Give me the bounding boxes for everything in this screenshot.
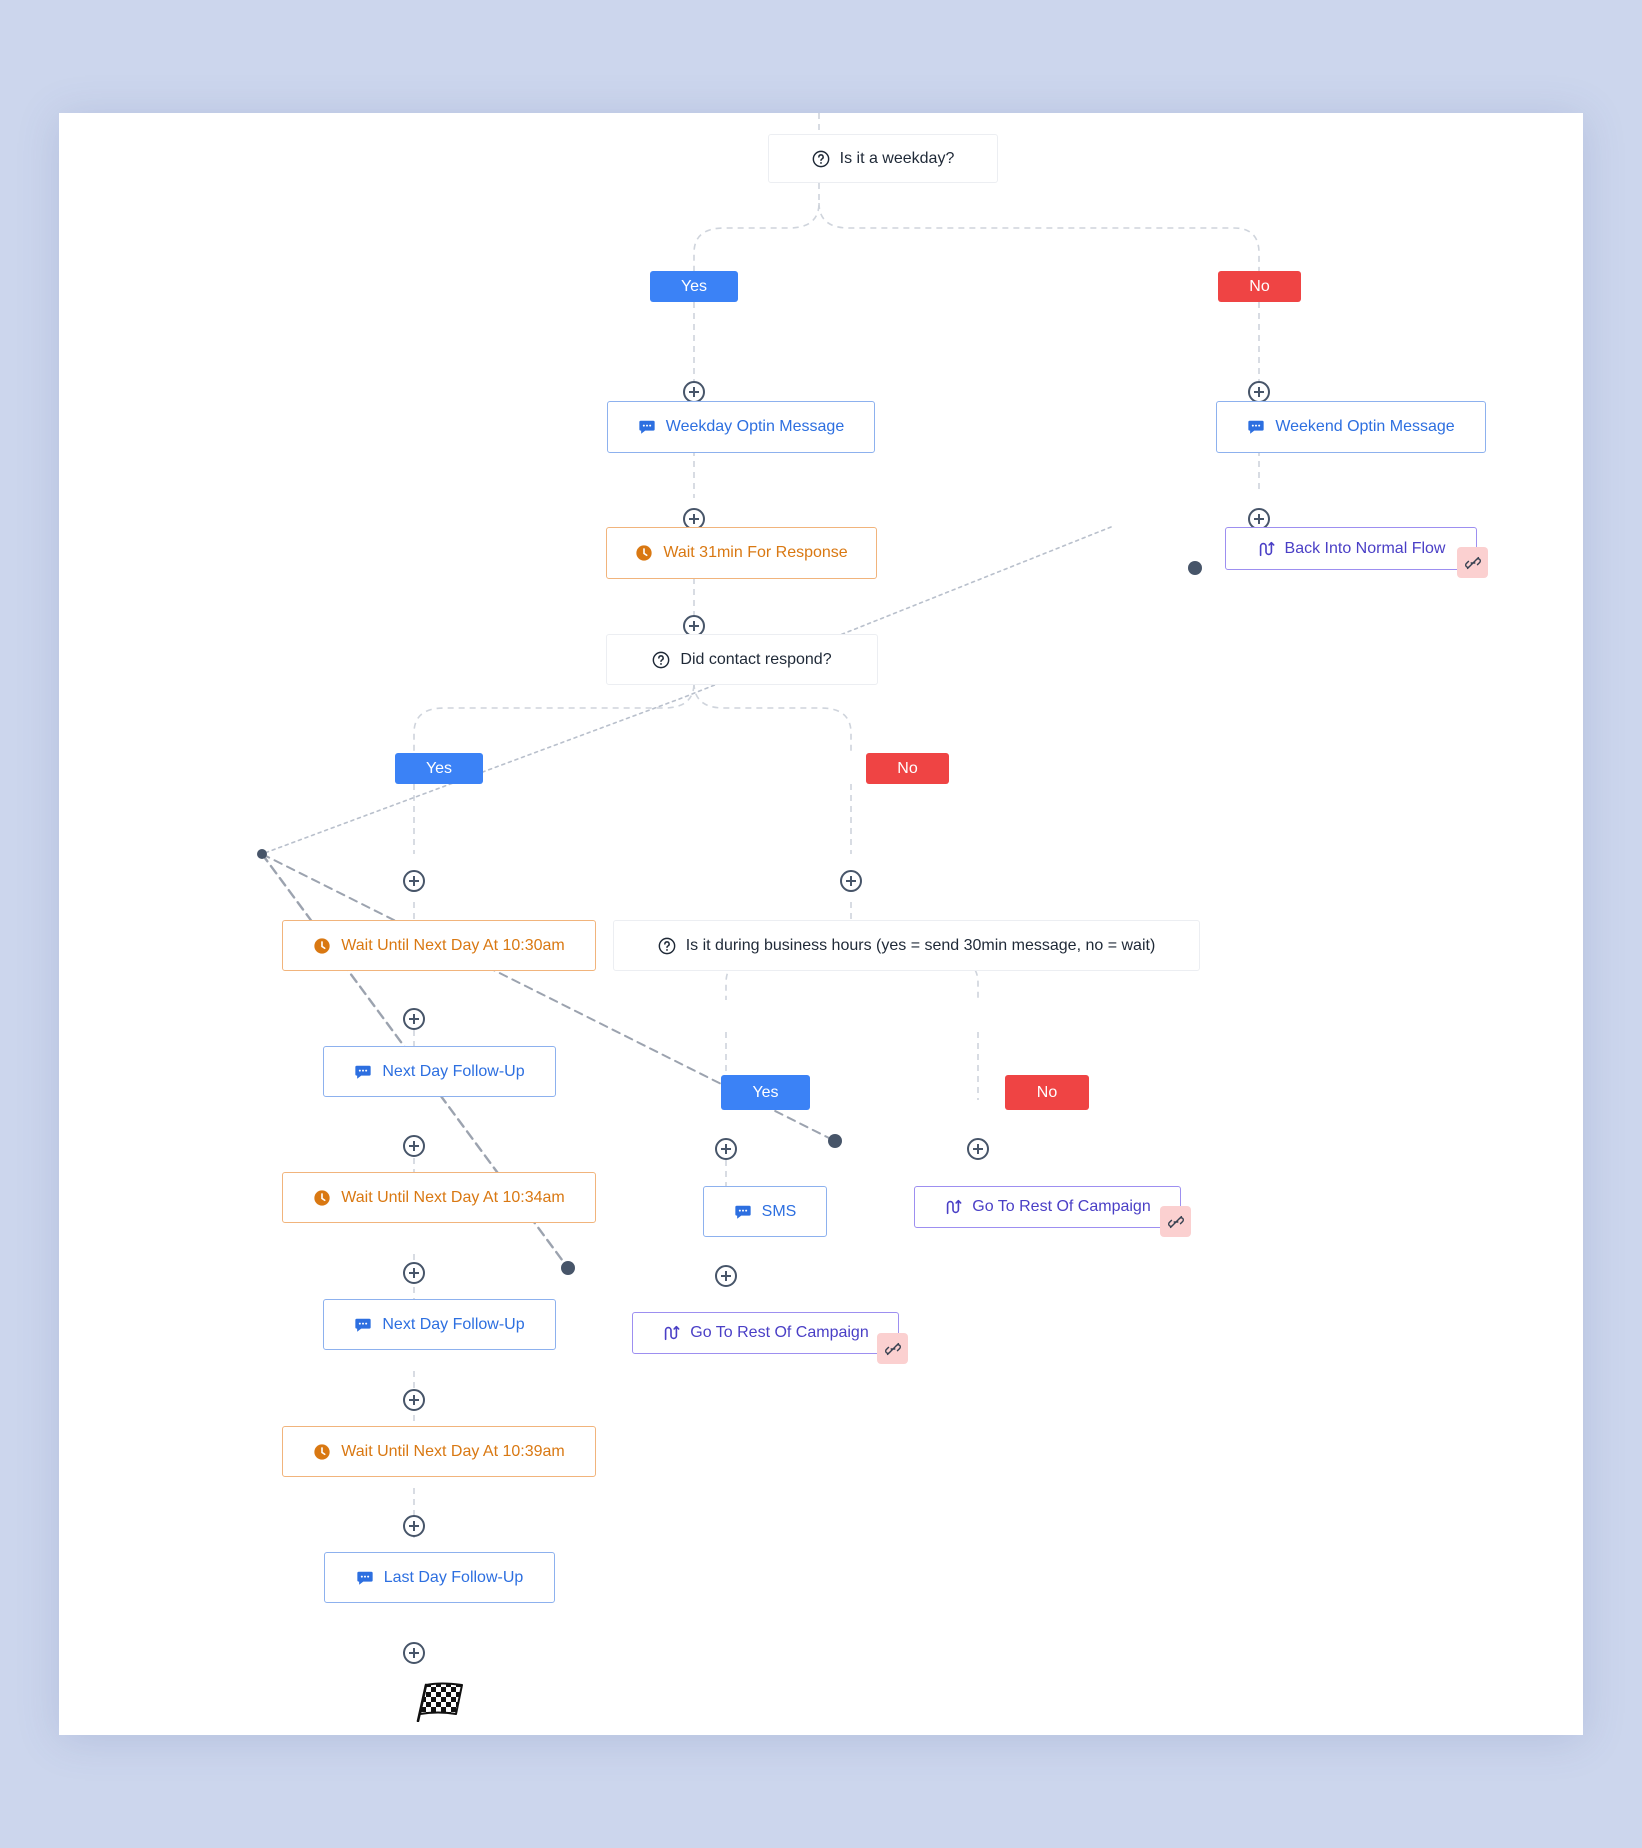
chat-bubble-icon xyxy=(1248,420,1264,434)
question-circle-icon xyxy=(653,651,670,668)
clock-icon xyxy=(314,937,330,954)
node-label: Back Into Normal Flow xyxy=(1284,539,1446,557)
connection-handle[interactable] xyxy=(828,1134,842,1148)
clock-icon xyxy=(314,1189,330,1206)
add-step-button[interactable] xyxy=(1248,381,1270,403)
question-circle-icon xyxy=(812,150,829,167)
chat-bubble-icon xyxy=(735,1205,751,1219)
add-step-button[interactable] xyxy=(967,1138,989,1160)
route-icon xyxy=(665,1325,680,1341)
route-icon xyxy=(947,1199,962,1215)
clock-icon xyxy=(636,545,652,561)
wait-until-1034-node[interactable]: Wait Until Next Day At 10:34am xyxy=(282,1172,596,1223)
node-label: SMS xyxy=(761,1202,797,1220)
node-label: Wait Until Next Day At 10:30am xyxy=(341,936,565,954)
chat-bubble-icon xyxy=(355,1065,372,1079)
node-label: Is it during business hours (yes = send … xyxy=(685,936,1156,954)
node-label: Weekend Optin Message xyxy=(1275,418,1455,435)
go-to-rest-of-campaign-node[interactable]: Go To Rest Of Campaign xyxy=(914,1186,1181,1228)
weekday-optin-message-node[interactable]: Weekday Optin Message xyxy=(607,401,875,453)
business-hours-yes-branch[interactable]: Yes xyxy=(721,1075,810,1110)
clock-icon xyxy=(314,1443,330,1460)
connection-handle[interactable] xyxy=(561,1261,575,1275)
weekday-no-branch[interactable]: No xyxy=(1218,271,1301,302)
node-label: Go To Rest Of Campaign xyxy=(972,1198,1151,1215)
wait-31min-node[interactable]: Wait 31min For Response xyxy=(606,527,877,579)
checkered-flag-icon xyxy=(416,1682,463,1722)
wait-until-1030-node[interactable]: Wait Until Next Day At 10:30am xyxy=(282,920,596,971)
chat-bubble-icon xyxy=(357,1571,373,1585)
unlink-button[interactable] xyxy=(1160,1206,1191,1237)
contact-responded-condition-node[interactable]: Did contact respond? xyxy=(606,634,878,685)
node-label: Is it a weekday? xyxy=(839,149,955,167)
wait-until-1039-node[interactable]: Wait Until Next Day At 10:39am xyxy=(282,1426,596,1477)
add-step-button[interactable] xyxy=(403,1008,425,1030)
back-into-normal-flow-node[interactable]: Back Into Normal Flow xyxy=(1225,527,1477,570)
route-icon xyxy=(1259,541,1274,556)
node-label: Weekday Optin Message xyxy=(665,418,845,435)
unlink-icon xyxy=(884,1342,901,1355)
connection-handle[interactable] xyxy=(257,849,267,859)
weekend-optin-message-node[interactable]: Weekend Optin Message xyxy=(1216,401,1486,453)
unlink-button[interactable] xyxy=(1457,547,1488,578)
node-label: Wait 31min For Response xyxy=(663,544,848,561)
add-step-button[interactable] xyxy=(403,1135,425,1157)
add-step-button[interactable] xyxy=(715,1265,737,1287)
unlink-icon xyxy=(1464,556,1481,569)
node-label: Next Day Follow-Up xyxy=(382,1315,525,1333)
node-label: Last Day Follow-Up xyxy=(383,1568,524,1586)
connection-handle[interactable] xyxy=(1188,561,1202,575)
add-step-button[interactable] xyxy=(403,1642,425,1664)
add-step-button[interactable] xyxy=(403,870,425,892)
add-step-button[interactable] xyxy=(683,381,705,403)
unlink-button[interactable] xyxy=(877,1333,908,1364)
node-label: Wait Until Next Day At 10:34am xyxy=(341,1188,565,1206)
business-hours-no-branch[interactable]: No xyxy=(1005,1075,1089,1110)
node-label: Go To Rest Of Campaign xyxy=(690,1324,869,1341)
respond-no-branch[interactable]: No xyxy=(866,753,949,784)
node-label: Did contact respond? xyxy=(680,650,832,668)
add-step-button[interactable] xyxy=(403,1515,425,1537)
business-hours-condition-node[interactable]: Is it during business hours (yes = send … xyxy=(613,920,1200,971)
weekday-condition-node[interactable]: Is it a weekday? xyxy=(768,134,998,183)
next-day-followup-node[interactable]: Next Day Follow-Up xyxy=(323,1046,556,1097)
respond-yes-branch[interactable]: Yes xyxy=(395,753,483,784)
question-circle-icon xyxy=(658,937,676,954)
node-label: Wait Until Next Day At 10:39am xyxy=(341,1442,565,1460)
chat-bubble-icon xyxy=(639,420,655,434)
add-step-button[interactable] xyxy=(403,1262,425,1284)
add-step-button[interactable] xyxy=(840,870,862,892)
node-label: Next Day Follow-Up xyxy=(382,1062,525,1080)
next-day-followup-node[interactable]: Next Day Follow-Up xyxy=(323,1299,556,1350)
chat-bubble-icon xyxy=(355,1318,372,1332)
add-step-button[interactable] xyxy=(403,1389,425,1411)
add-step-button[interactable] xyxy=(715,1138,737,1160)
unlink-icon xyxy=(1167,1215,1184,1228)
weekday-yes-branch[interactable]: Yes xyxy=(650,271,738,302)
sms-node[interactable]: SMS xyxy=(703,1186,827,1237)
go-to-rest-of-campaign-node[interactable]: Go To Rest Of Campaign xyxy=(632,1312,899,1354)
workflow-canvas[interactable]: Is it a weekday? Yes No Weekday Optin Me… xyxy=(59,113,1583,1735)
last-day-followup-node[interactable]: Last Day Follow-Up xyxy=(324,1552,555,1603)
